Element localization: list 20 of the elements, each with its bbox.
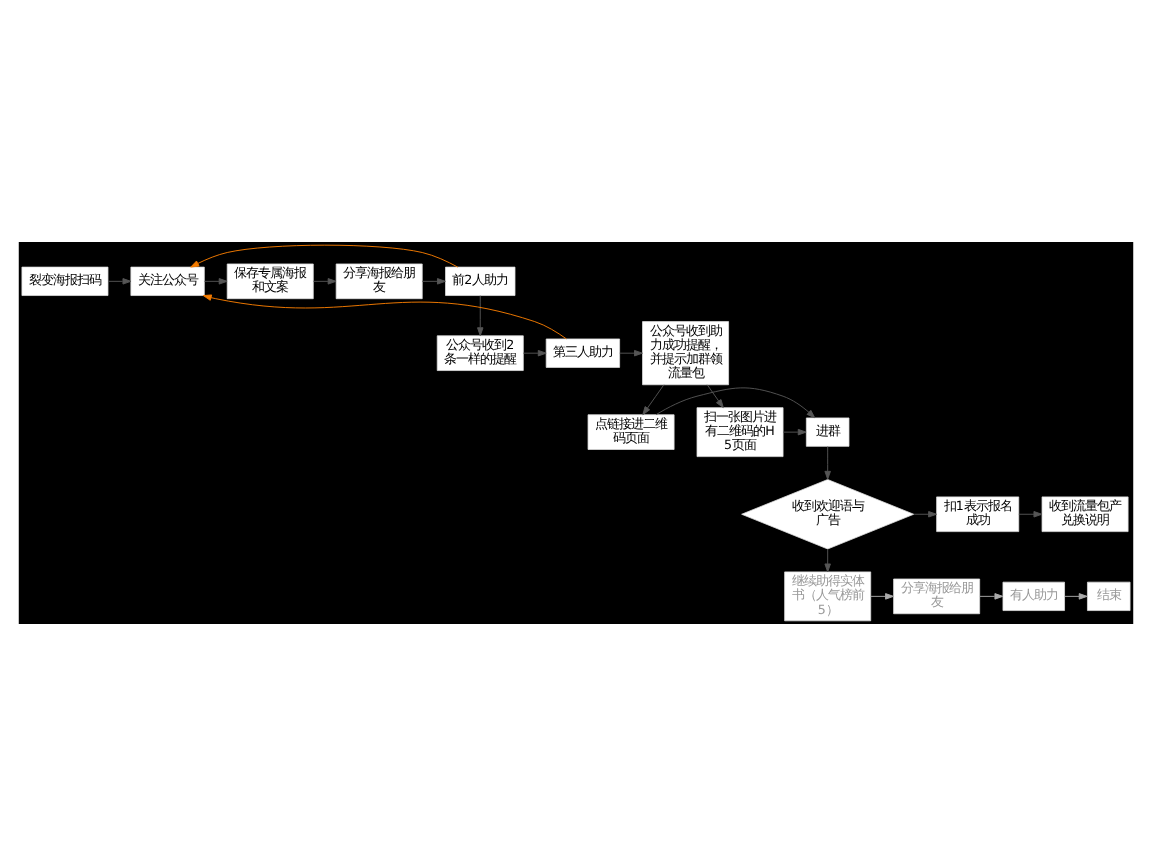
arrow (870, 592, 894, 599)
arrow (979, 592, 1004, 599)
arrow (421, 277, 446, 284)
arrow (706, 383, 724, 408)
arrow (913, 510, 937, 517)
arrow (190, 243, 459, 267)
arrow (477, 294, 484, 336)
arrow (782, 427, 807, 435)
arrow (1064, 592, 1088, 599)
arrow (619, 348, 643, 356)
arrow (522, 348, 547, 356)
arrow (107, 277, 132, 284)
arrow (1018, 510, 1043, 517)
arrow (824, 547, 831, 572)
arrow (655, 386, 816, 418)
arrow (312, 277, 337, 284)
arrow (204, 277, 228, 284)
arrow (202, 293, 567, 339)
arrow (824, 445, 831, 479)
arrow (642, 383, 665, 415)
